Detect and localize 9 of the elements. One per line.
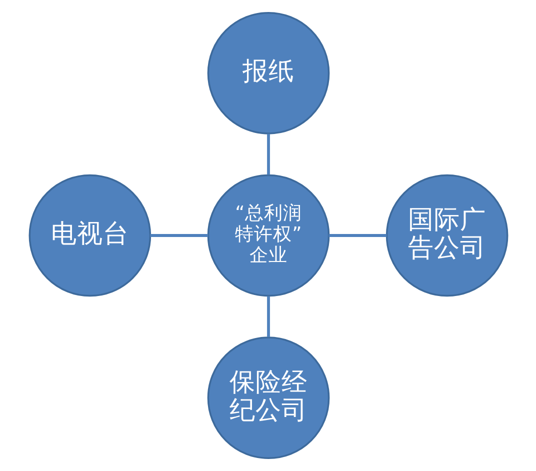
connector: [150, 234, 208, 237]
node-circle: 报纸: [206, 12, 330, 134]
node-circle: 电视台: [28, 174, 151, 297]
connector: [328, 234, 386, 237]
connector: [266, 296, 270, 338]
node-circle: “总利润特许权”企业: [206, 174, 330, 297]
connector: [266, 134, 270, 175]
node-circle: 保险经纪公司: [206, 336, 330, 459]
node-circle: 国际广告公司: [385, 174, 508, 297]
